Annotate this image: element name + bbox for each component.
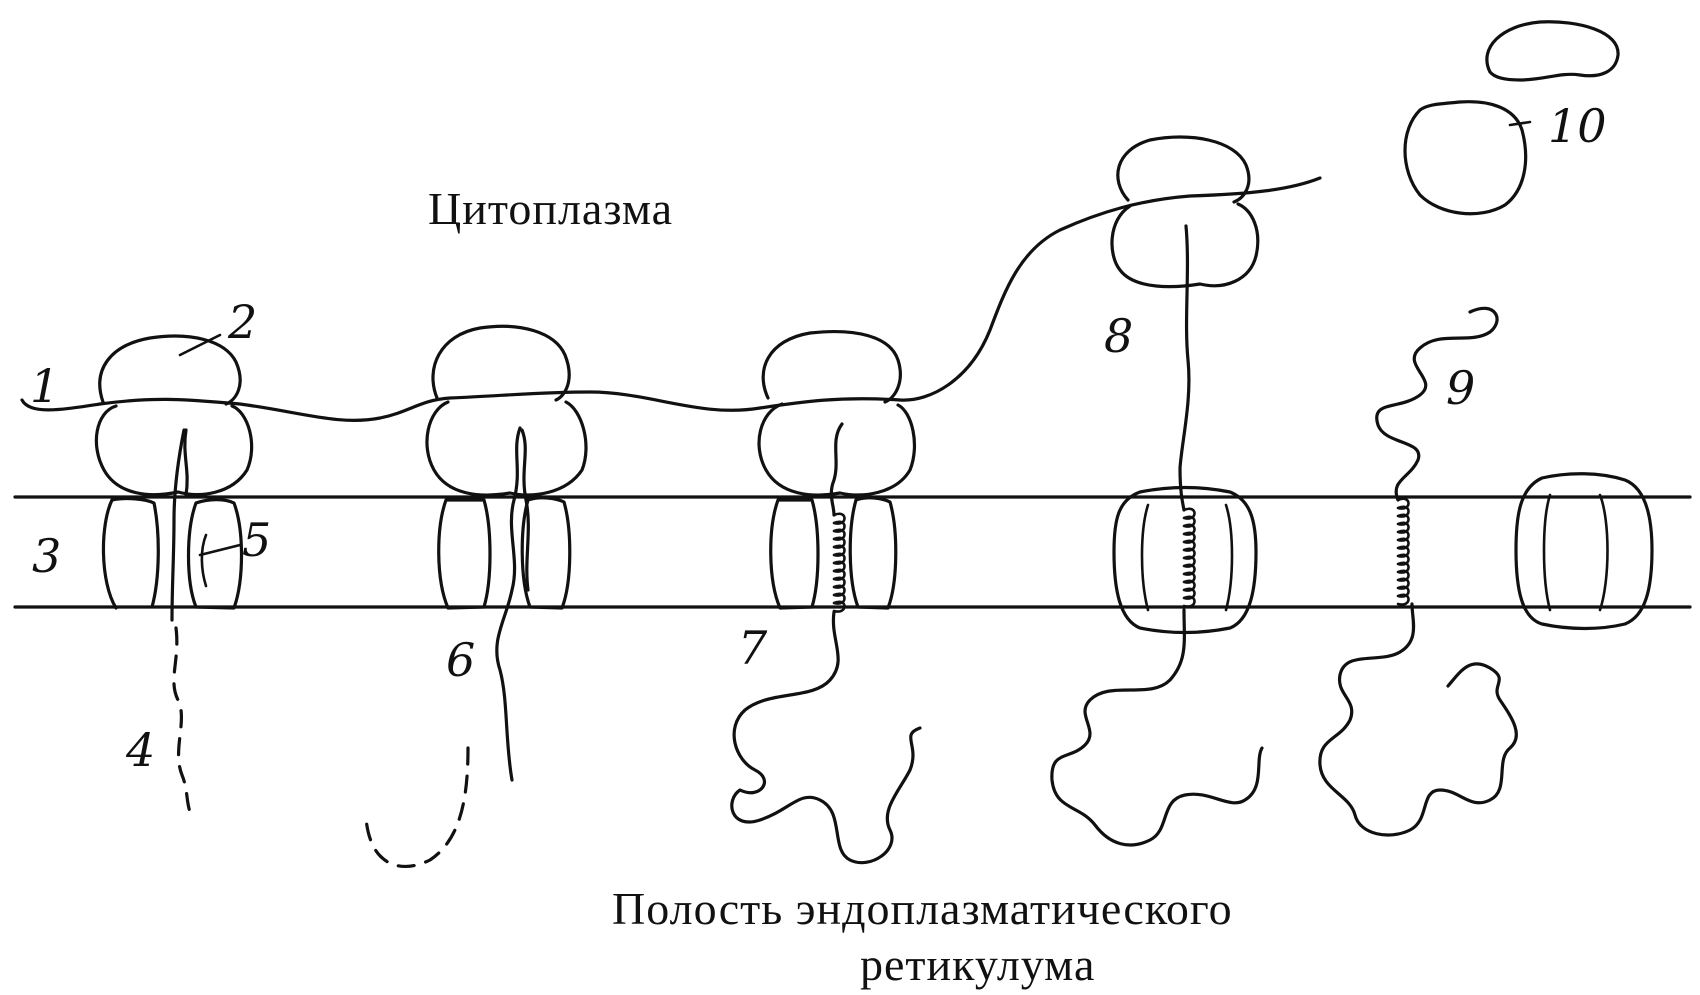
label-5: 5 [242, 513, 271, 567]
ribosome-1 [96, 336, 251, 495]
ribosome-2-large-subunit [427, 402, 586, 495]
membrane-protein-9 [1320, 308, 1516, 835]
alpha-helix-8 [1184, 509, 1195, 607]
ribosome-1-small-subunit [100, 336, 240, 404]
signal-peptide-1 [172, 430, 184, 620]
ribosome-2 [427, 326, 586, 495]
label-6: 6 [446, 633, 475, 687]
nascent-chain-1 [174, 628, 190, 812]
alpha-helix-3 [834, 514, 845, 612]
translocon-2 [439, 498, 570, 608]
nascent-chain-2 [497, 428, 520, 780]
free-large-subunit [1405, 102, 1526, 214]
label-3: 3 [32, 529, 61, 583]
er-lumen-label-line1: Полость эндоплазматического [612, 883, 1233, 934]
leader-lines [180, 122, 1530, 555]
ribosome-8-large-subunit [1112, 204, 1258, 287]
ribosome-3-small-subunit [763, 332, 900, 402]
label-8: 8 [1104, 309, 1133, 363]
ribosome-8 [1112, 137, 1258, 287]
alpha-helix-9 [1398, 499, 1409, 605]
label-4: 4 [125, 723, 155, 777]
label-7: 7 [738, 621, 768, 675]
ribosome-1-large-subunit [96, 406, 251, 495]
label-2: 2 [227, 295, 257, 349]
label-10: 10 [1548, 99, 1607, 153]
label-9: 9 [1446, 361, 1475, 415]
free-small-subunit [1487, 22, 1618, 80]
cleaved-signal-peptide [366, 748, 468, 866]
ribosome-2-small-subunit [433, 326, 569, 400]
label-1: 1 [30, 359, 59, 413]
ribosome-8-small-subunit [1118, 137, 1249, 202]
cytoplasm-label: Цитоплазма [428, 183, 673, 234]
er-lumen-label-line2: ретикулума [860, 939, 1095, 990]
